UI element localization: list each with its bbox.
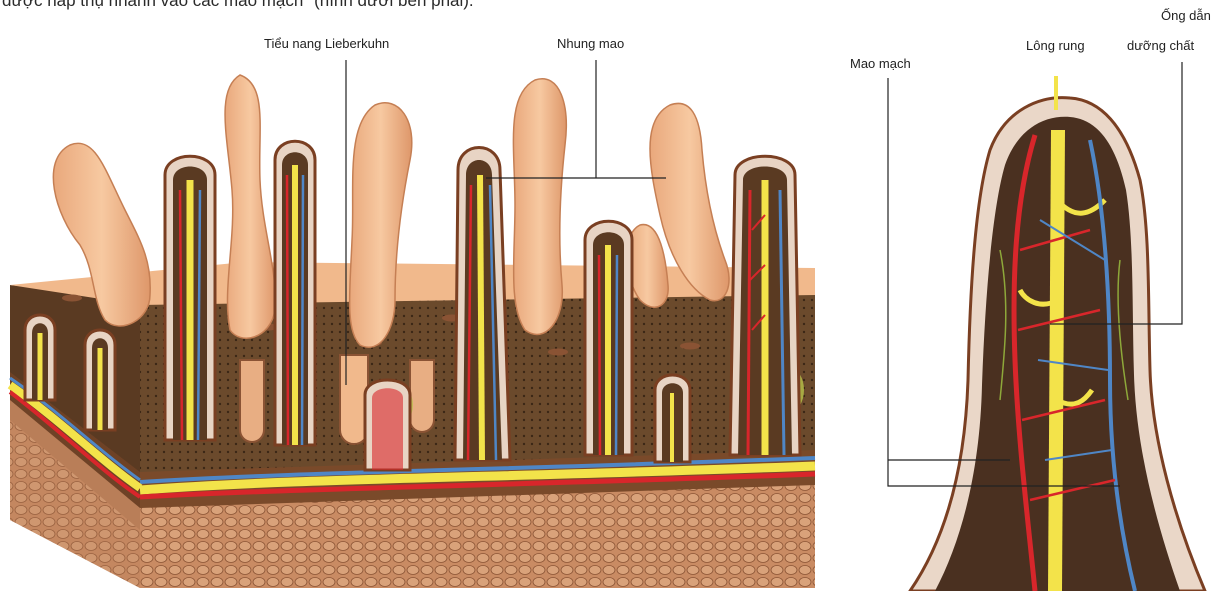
label-crypts: Tiểu nang Lieberkuhn: [264, 36, 389, 51]
villus-cross-section: [910, 76, 1205, 591]
label-villi: Nhung mao: [557, 36, 624, 51]
label-lacteal-line1: Ống dẫn: [1161, 8, 1211, 23]
label-capillary: Mao mạch: [850, 56, 911, 71]
label-lacteal-line2: dưỡng chất: [1127, 38, 1194, 53]
villi-leader-line: [486, 60, 666, 178]
lacteal-vessel: [1055, 130, 1058, 591]
label-cilia: Lông rung: [1026, 38, 1085, 53]
